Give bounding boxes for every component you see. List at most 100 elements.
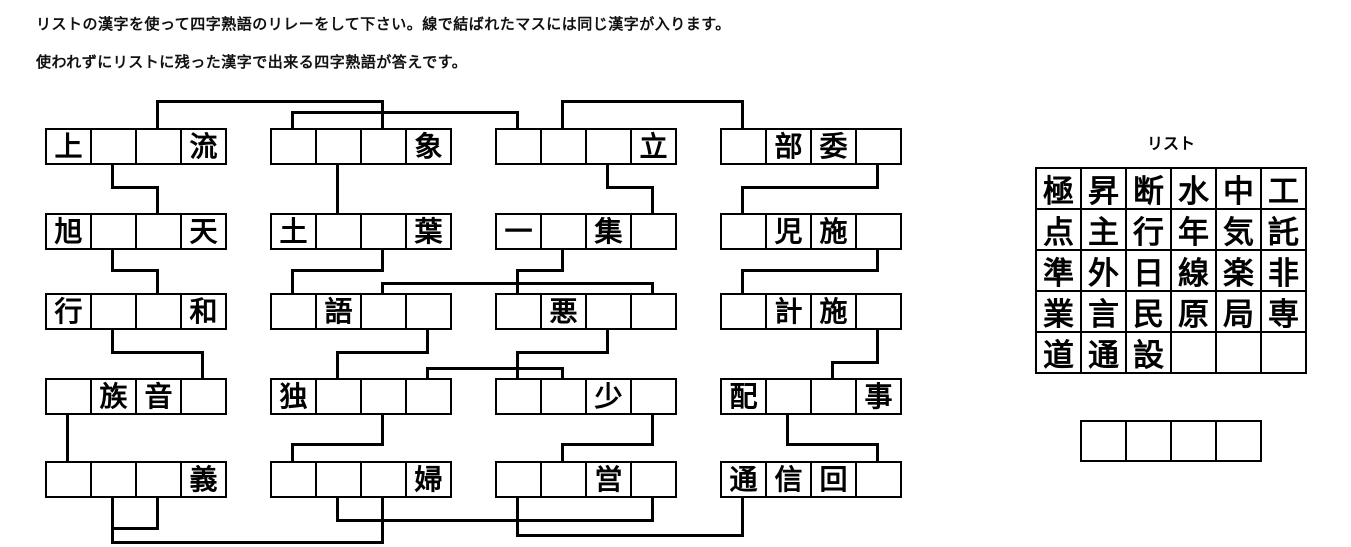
empty-cell-r4b3c2[interactable] — [541, 379, 586, 414]
empty-cell-r2b3c4[interactable] — [631, 214, 676, 249]
list-kanji-r4c6: 専 — [1261, 291, 1306, 332]
instruction-line-1: リストの漢字を使って四字熟語のリレーをして下さい。線で結ばれたマスには同じ漢字が… — [36, 16, 731, 33]
link-r1b3c3-r2b3c4 — [606, 186, 654, 189]
word-box-r3b4: 計施 — [720, 293, 902, 330]
list-kanji-r5c1: 道 — [1036, 332, 1081, 373]
empty-cell-r2b4c1[interactable] — [721, 214, 766, 249]
empty-cell-r3b2c3[interactable] — [361, 294, 406, 329]
link-r3b2c3-r3b3c4 — [381, 282, 654, 285]
empty-cell-r3b2c1[interactable] — [271, 294, 316, 329]
list-row-3: 準外日線楽非 — [1036, 250, 1306, 291]
link-r2b1c2-r3b1c3 — [156, 270, 159, 293]
link-r5b3c1-r5b4c1 — [741, 498, 744, 537]
empty-cell-r1b3c1[interactable] — [496, 129, 541, 164]
answer-cell-1[interactable] — [1081, 421, 1126, 461]
empty-cell-r1b3c3[interactable] — [586, 129, 631, 164]
link-r3b2c3-r3b3c4 — [381, 283, 384, 293]
link-r2b1c2-r3b1c3 — [111, 269, 159, 272]
answer-cell-2[interactable] — [1126, 421, 1171, 461]
given-kanji-r4b4c1: 配 — [721, 379, 766, 414]
given-kanji-r4b2c1: 独 — [271, 379, 316, 414]
empty-cell-r2b1c3[interactable] — [136, 214, 181, 249]
empty-cell-r5b3c4[interactable] — [631, 462, 676, 497]
link-r1b3c3-r2b3c4 — [606, 165, 609, 189]
link-r5b3c1-r5b4c1 — [516, 498, 519, 537]
empty-cell-r5b1c1[interactable] — [46, 462, 91, 497]
empty-cell-r4b2c2[interactable] — [316, 379, 361, 414]
empty-cell-r3b4c4[interactable] — [856, 294, 901, 329]
word-box-r1b3: 立 — [495, 128, 677, 165]
given-kanji-r2b3c1: 一 — [496, 214, 541, 249]
word-box-r2b4: 児施 — [720, 213, 902, 250]
word-box-r4b2: 独 — [270, 378, 452, 415]
empty-cell-r1b1c2[interactable] — [91, 129, 136, 164]
empty-cell-r2b3c2[interactable] — [541, 214, 586, 249]
empty-cell-r4b3c1[interactable] — [496, 379, 541, 414]
link-r5b1c2-r5b2c3 — [111, 541, 384, 544]
list-kanji-r5c3: 設 — [1126, 332, 1171, 373]
empty-cell-r5b2c3[interactable] — [361, 462, 406, 497]
empty-cell-r1b1c3[interactable] — [136, 129, 181, 164]
empty-cell-r3b1c2[interactable] — [91, 294, 136, 329]
empty-cell-r4b1c4[interactable] — [181, 379, 226, 414]
empty-cell-r4b1c1[interactable] — [46, 379, 91, 414]
empty-cell-r5b3c2[interactable] — [541, 462, 586, 497]
empty-cell-r5b2c1[interactable] — [271, 462, 316, 497]
empty-cell-r3b2c4[interactable] — [406, 294, 451, 329]
empty-cell-r2b2c3[interactable] — [361, 214, 406, 249]
word-box-r1b2: 象 — [270, 128, 452, 165]
link-r2b3c2-r3b3c1 — [516, 269, 564, 272]
empty-cell-r3b4c1[interactable] — [721, 294, 766, 329]
given-kanji-r2b2c1: 土 — [271, 214, 316, 249]
empty-cell-r5b4c4[interactable] — [856, 462, 901, 497]
answer-cell-4[interactable] — [1216, 421, 1261, 461]
given-kanji-r5b4c1: 通 — [721, 462, 766, 497]
link-r3b4c4-r4b4c3 — [831, 361, 879, 364]
list-kanji-r2c5: 気 — [1216, 209, 1261, 250]
empty-cell-r3b3c4[interactable] — [631, 294, 676, 329]
empty-cell-r5b2c2[interactable] — [316, 462, 361, 497]
empty-cell-r4b3c4[interactable] — [631, 379, 676, 414]
list-kanji-r4c3: 民 — [1126, 291, 1171, 332]
empty-cell-r2b2c2[interactable] — [316, 214, 361, 249]
empty-cell-r3b3c3[interactable] — [586, 294, 631, 329]
given-kanji-r3b2c2: 語 — [316, 294, 361, 329]
link-r1b3c3-r2b3c4 — [651, 187, 654, 213]
empty-cell-r1b2c1[interactable] — [271, 129, 316, 164]
answer-cell-3[interactable] — [1171, 421, 1216, 461]
given-kanji-r4b3c3: 少 — [586, 379, 631, 414]
empty-cell-r1b4c4[interactable] — [856, 129, 901, 164]
list-kanji-r2c1: 点 — [1036, 209, 1081, 250]
empty-cell-r1b2c3[interactable] — [361, 129, 406, 164]
empty-cell-r1b4c1[interactable] — [721, 129, 766, 164]
empty-cell-r5b3c1[interactable] — [496, 462, 541, 497]
link-r4b2c4-r4b3c2 — [426, 367, 564, 370]
list-kanji-r1c4: 水 — [1171, 168, 1216, 209]
empty-cell-r1b3c2[interactable] — [541, 129, 586, 164]
empty-cell-r4b2c3[interactable] — [361, 379, 406, 414]
empty-cell-r5b1c3[interactable] — [136, 462, 181, 497]
word-box-r1b1: 上流 — [45, 128, 227, 165]
list-title: リスト — [1146, 136, 1195, 153]
empty-cell-r4b2c4[interactable] — [406, 379, 451, 414]
empty-cell-r4b4c2[interactable] — [766, 379, 811, 414]
list-row-5: 道通設 — [1036, 332, 1306, 373]
link-r3b1c2-r4b1c4 — [111, 330, 114, 354]
given-kanji-r1b2c4: 象 — [406, 129, 451, 164]
empty-cell-r4b4c3[interactable] — [811, 379, 856, 414]
empty-cell-r2b1c2[interactable] — [91, 214, 136, 249]
link-r1b1c3-r1b2c3 — [156, 101, 159, 128]
word-box-r4b3: 少 — [495, 378, 677, 415]
empty-cell-r3b1c3[interactable] — [136, 294, 181, 329]
empty-cell-r2b4c4[interactable] — [856, 214, 901, 249]
empty-cell-r3b3c1[interactable] — [496, 294, 541, 329]
list-kanji-r4c2: 言 — [1081, 291, 1126, 332]
empty-cell-r1b2c2[interactable] — [316, 129, 361, 164]
link-r1b1c2-r2b1c3 — [111, 165, 114, 189]
link-r3b2c3-r3b3c4 — [651, 283, 654, 293]
given-kanji-r2b1c4: 天 — [181, 214, 226, 249]
empty-cell-r5b1c2[interactable] — [91, 462, 136, 497]
word-box-r2b2: 土葉 — [270, 213, 452, 250]
list-empty-r5c5 — [1216, 332, 1261, 373]
kanji-list-table: 極昇断水中工点主行年気託準外日線楽非業言民原局専道通設 — [1035, 167, 1307, 374]
